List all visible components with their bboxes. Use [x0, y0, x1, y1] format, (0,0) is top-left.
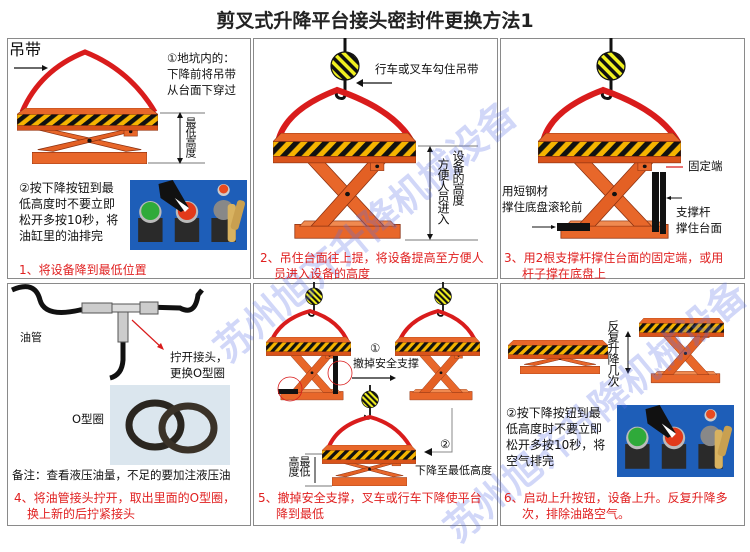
- caption-line: 降到最低: [276, 507, 325, 521]
- note-line: 撑住底盘滚轮前: [502, 200, 583, 214]
- note-line: 松开多按10秒，将: [19, 213, 119, 227]
- caption-line: 换上新的后拧紧接头: [27, 507, 136, 521]
- caption-line: 员进入设备的高度: [274, 267, 371, 281]
- lift-lowered-with-sling: [14, 49, 247, 250]
- height-label-b: 设备的高度: [451, 150, 465, 205]
- step-caption: 2、吊住台面往上提，将设备提高至方便人员进入设备的高度: [260, 250, 484, 282]
- step-caption: 1、将设备降到最低位置: [19, 263, 147, 277]
- note-line: ①地坑内的：: [167, 51, 235, 65]
- hook-label: 行车或叉车勾住吊带: [375, 62, 479, 76]
- note-line: ②按下降按钮到最: [19, 181, 114, 195]
- caption-line: 2、吊住台面往上提，将设备提高至方便人: [260, 251, 484, 265]
- note-line: 空气排完: [506, 454, 555, 468]
- illustrations: [11, 38, 734, 487]
- note-line: 油缸里的油排完: [19, 229, 104, 243]
- caption-line: 杆子撑在底盘上: [522, 267, 607, 281]
- hose-label: 油管: [20, 331, 42, 344]
- repeat-label: 反复升降几次: [606, 320, 620, 386]
- caption-line: 6、启动上升按钮，设备上升。反复升降多: [504, 491, 728, 505]
- control-buttons-photo: [130, 180, 247, 250]
- step-caption: 4、将油管接头拧开，取出里面的O型圈， 换上新的后拧紧接头: [14, 490, 235, 522]
- caption-line: 次，排除油路空气。: [522, 507, 631, 521]
- lift-raised-by-hook: [273, 38, 478, 241]
- short-steel-note: 用短钢材撑住底盘滚轮前: [502, 183, 583, 215]
- note-line: 更换O型圈: [170, 366, 226, 380]
- hose-and-oring: [11, 284, 230, 465]
- step-2-marker: ②: [440, 437, 451, 451]
- support-rod-note: 支撑杆撑住台面: [676, 204, 722, 236]
- control-buttons-photo: [617, 405, 734, 477]
- step-1-marker: ①: [370, 341, 381, 355]
- short-steel-bar: [557, 223, 590, 231]
- note-line: 低高度时不要立即: [19, 197, 116, 211]
- note-line: 撑住台面: [676, 221, 722, 235]
- caption-line: 4、将油管接头拧开，取出里面的O型圈，: [14, 491, 236, 505]
- step-caption: 3、用2根支撑杆撑住台面的固定端，或用杆子撑在底盘上: [504, 250, 723, 282]
- oring-label: O型圈: [72, 412, 105, 426]
- min-height-label: 最低高度: [184, 117, 197, 157]
- page-title: 剪叉式升降平台接头密封件更换方法1: [216, 10, 534, 32]
- support-rod: [652, 172, 659, 232]
- note-pit: ①地坑内的： 下降前将吊带从台面下穿过: [167, 50, 236, 98]
- note-line: 用短钢材: [502, 184, 548, 198]
- step-caption: 6、启动上升按钮，设备上升。反复升降多次，排除油路空气。: [504, 490, 728, 522]
- note-line: 低高度时不要立即: [506, 422, 603, 436]
- note-line: 下降前将吊带: [167, 67, 236, 81]
- height-label-b: 最低: [298, 456, 311, 476]
- fixed-end-label: 固定端: [688, 159, 723, 173]
- height-label-a: 方便人员进入: [436, 158, 450, 224]
- height-label-a: 高度: [287, 456, 300, 476]
- repeat-raise-lower: [508, 318, 734, 477]
- unscrew-note: 拧开接头， 更换O型圈: [170, 349, 228, 381]
- note-line: ②按下降按钮到最: [506, 406, 601, 420]
- caption-line: 3、用2根支撑杆撑住台面的固定端，或用: [504, 251, 724, 265]
- note-line: 拧开接头，: [170, 350, 228, 364]
- note-line: 松开多按10秒，将: [506, 438, 606, 452]
- step-caption: 5、撤掉安全支撑，叉车或行车下降使平台降到最低: [258, 490, 482, 522]
- lower-label: 下降至最低高度: [415, 464, 492, 477]
- sling-label: 吊带: [9, 40, 42, 59]
- caption-line: 5、撤掉安全支撑，叉车或行车下降使平台: [258, 491, 482, 505]
- remove-supports-and-lower: [266, 282, 480, 487]
- remove-support-label: 撤掉安全支撑: [353, 357, 419, 370]
- note-line: 支撑杆: [676, 205, 711, 219]
- note-button: ②按下降按钮到最低高度时不要立即松开多按10秒，将油缸里的油排完: [19, 180, 118, 244]
- remark: 备注：查看液压油量，不足的要加注液压油: [12, 468, 231, 482]
- lift-with-support-rods: [532, 38, 683, 239]
- note-line: 从台面下穿过: [167, 83, 236, 97]
- note-button: ②按下降按钮到最低高度时不要立即松开多按10秒，将空气排完: [506, 405, 605, 469]
